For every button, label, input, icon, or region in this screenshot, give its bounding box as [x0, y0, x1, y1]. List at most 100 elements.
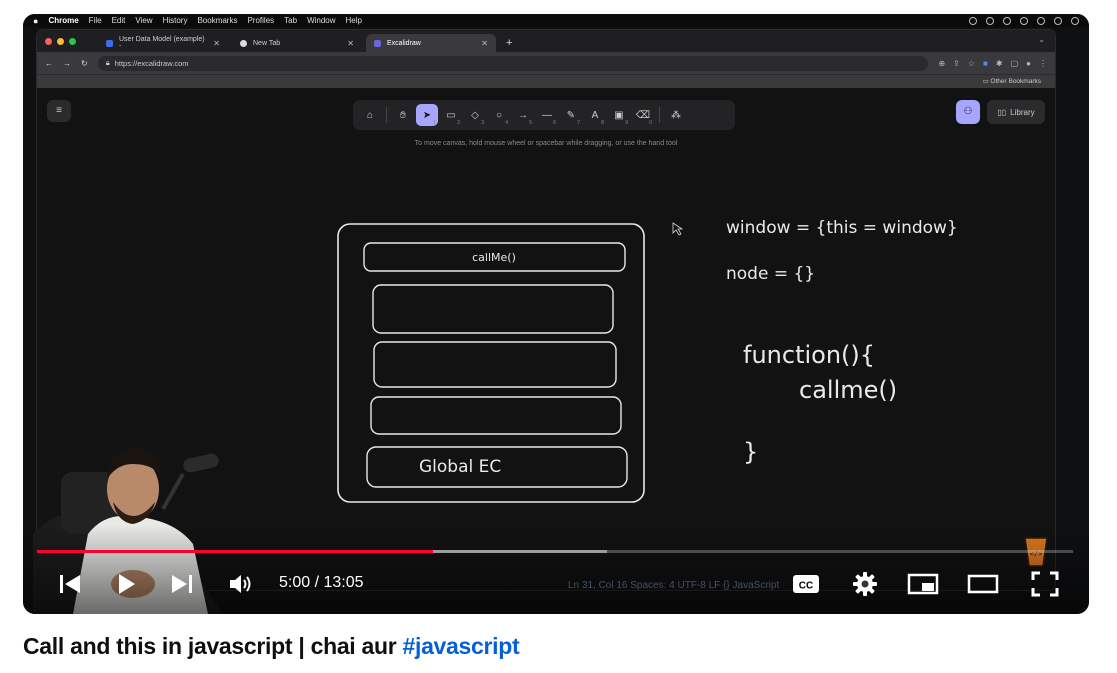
menubar-item: Help	[345, 16, 362, 25]
stack-slot	[372, 284, 614, 334]
global-ec-label: Global EC	[419, 457, 501, 477]
bookmarks-bar: ▭ Other Bookmarks	[37, 74, 1055, 89]
diamond-icon: ◇3	[471, 109, 484, 127]
svg-text:CC: CC	[799, 581, 813, 592]
profile-icon: ●	[1026, 58, 1031, 68]
seek-bar[interactable]	[37, 550, 1073, 553]
miniplayer-icon	[907, 573, 939, 595]
zoom-window-icon	[69, 37, 76, 45]
menubar-item: Tab	[284, 16, 298, 25]
player-controls: 5:00 / 13:05 CC	[23, 566, 1089, 602]
book-icon: ▯▯	[997, 107, 1007, 117]
library-label: Library	[1010, 107, 1035, 117]
note-close-brace: }	[743, 438, 758, 466]
star-icon: ☆	[967, 58, 976, 68]
closed-captions-icon: CC	[793, 575, 819, 593]
theater-mode-button[interactable]	[963, 566, 1003, 602]
back-icon: ←	[45, 58, 53, 68]
chevron-down-icon: ⌄	[1038, 35, 1045, 44]
video-title: Call and this in javascript | chai aur #…	[23, 633, 520, 660]
minimize-window-icon	[57, 37, 64, 45]
control-center-icon	[1071, 16, 1079, 25]
eraser-icon: ⌫0	[635, 109, 652, 127]
play-icon	[119, 574, 135, 594]
tab-favicon-icon	[106, 39, 113, 47]
status-icon	[1020, 16, 1028, 25]
browser-window: User Data Model (example) - ✕ New Tab ✕ …	[37, 30, 1055, 590]
toolbar-divider	[659, 107, 660, 123]
more-icon: ⋮	[1039, 58, 1047, 68]
menubar-item: Bookmarks	[197, 16, 238, 25]
tab-label: User Data Model (example) -	[119, 36, 205, 50]
menubar-item: Profiles	[247, 16, 275, 25]
skip-next-icon	[172, 575, 192, 593]
excalidraw-favicon-icon	[374, 39, 381, 47]
tab-label: Excalidraw	[387, 39, 421, 47]
close-tab-icon: ✕	[481, 38, 488, 48]
ellipse-icon: ○4	[495, 109, 508, 127]
menubar-item: Edit	[111, 16, 126, 25]
settings-button[interactable]	[845, 566, 885, 602]
close-tab-icon: ✕	[213, 38, 220, 48]
next-button[interactable]	[165, 566, 199, 602]
url-field: 🔒︎ https://excalidraw.com	[97, 55, 929, 71]
tab-bar: User Data Model (example) - ✕ New Tab ✕ …	[37, 30, 1055, 52]
reload-icon: ↻	[81, 58, 88, 68]
hashtag-link[interactable]: #javascript	[402, 633, 520, 659]
menubar-status-icons	[969, 16, 1089, 25]
hand-icon: ✋︎	[400, 109, 406, 121]
close-tab-icon: ✕	[347, 38, 354, 48]
pencil-icon: ✎7	[566, 109, 580, 127]
library-button: ▯▯ Library	[987, 100, 1045, 124]
apple-icon: ●	[33, 15, 39, 26]
chrome-favicon-icon	[240, 39, 247, 47]
controls-gradient	[23, 524, 1089, 614]
theater-mode-icon	[967, 574, 999, 594]
stack-slot	[370, 396, 622, 435]
pointer-icon: ➤1	[416, 104, 438, 126]
played-bar	[37, 550, 433, 553]
extension-icon: ■	[983, 58, 988, 68]
status-icon	[986, 16, 994, 25]
toolbar-divider	[386, 107, 387, 123]
subtitles-button[interactable]: CC	[789, 566, 823, 602]
video-player[interactable]: ● Chrome File Edit View History Bookmark…	[23, 14, 1089, 614]
window-controls	[45, 30, 76, 52]
whiteboard-drawing: callMe() Global EC window = {this = wind…	[337, 218, 958, 503]
status-icon	[969, 16, 977, 25]
puzzle-icon: ✱	[995, 58, 1003, 68]
menubar-item: File	[88, 16, 102, 25]
battery-icon	[1054, 16, 1062, 25]
new-tab-icon: +	[506, 37, 513, 49]
image-icon: ▣9	[614, 109, 628, 127]
stack-slot	[373, 341, 617, 388]
share-collab-icon: ⚇	[956, 100, 980, 124]
url-text: https://excalidraw.com	[114, 58, 189, 68]
canvas-hint: To move canvas, hold mouse wheel or spac…	[414, 140, 678, 147]
stack-slot-callme	[363, 242, 626, 272]
call-stack-frame	[337, 223, 645, 503]
mute-button[interactable]	[223, 566, 259, 602]
sidepanel-icon: ▢	[1010, 58, 1019, 68]
extra-tools-icon: ⁂	[671, 109, 681, 121]
fullscreen-icon	[1031, 571, 1059, 597]
menubar-item: View	[135, 16, 153, 25]
hamburger-menu-icon: ≡	[47, 100, 71, 122]
fullscreen-button[interactable]	[1025, 566, 1065, 602]
browser-tab: User Data Model (example) - ✕	[98, 34, 228, 52]
status-icon	[1003, 16, 1011, 25]
previous-button[interactable]	[53, 566, 87, 602]
lock-icon: 🔒︎	[105, 58, 110, 67]
mac-menubar: ● Chrome File Edit View History Bookmark…	[23, 14, 1089, 27]
note-window: window = {this = window}	[726, 218, 958, 238]
miniplayer-button[interactable]	[903, 566, 943, 602]
extension-icons: ⊕ ⇪ ☆ ■ ✱ ▢ ● ⋮	[938, 59, 1047, 68]
gear-icon	[853, 572, 877, 596]
menubar-app-name: Chrome	[48, 16, 79, 25]
address-bar: ← → ↻ 🔒︎ https://excalidraw.com ⊕ ⇪ ☆ ■ …	[37, 52, 1055, 74]
browser-tab-active: Excalidraw ✕	[366, 34, 496, 52]
play-button[interactable]	[109, 566, 143, 602]
line-icon: —6	[542, 109, 556, 127]
